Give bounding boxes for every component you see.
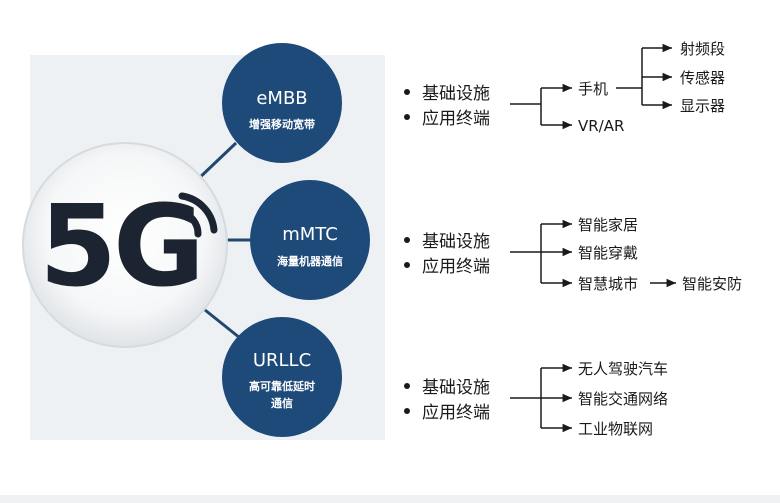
extension-item: 智能安防 <box>682 275 742 293</box>
node-circle <box>222 317 342 437</box>
node-title: mMTC <box>282 224 338 245</box>
bullet-item: 基础设施 <box>422 84 490 104</box>
connector-urllc <box>204 308 241 340</box>
branch-item: 智能交通网络 <box>578 390 668 408</box>
sub-branch-item: 显示器 <box>680 97 725 115</box>
node-subtitle: 通信 <box>271 396 293 410</box>
bullet-item: 基础设施 <box>422 232 490 252</box>
bullet-dot <box>404 408 410 414</box>
branch-item: 智能家居 <box>578 216 638 234</box>
node-circle <box>250 180 370 300</box>
branch-lines <box>510 83 572 130</box>
branch-item: 智慧城市 <box>578 275 638 293</box>
node-embb: eMBB 增强移动宽带 <box>222 43 342 163</box>
sub-branch-item: 传感器 <box>680 69 725 87</box>
center-label: 5G <box>39 182 201 312</box>
bullet-dot <box>404 89 410 95</box>
bullet-dot <box>404 262 410 268</box>
node-subtitle: 高可靠低延时 <box>249 379 315 393</box>
group-embb: 基础设施 应用终端 手机 VR/AR 射频段 传感器 显示器 <box>404 40 725 135</box>
branch-item: VR/AR <box>578 117 624 135</box>
bullet-list: 基础设施 应用终端 <box>404 378 490 423</box>
bullet-item: 应用终端 <box>422 403 490 423</box>
node-mmtc: mMTC 海量机器通信 <box>250 180 370 300</box>
signal-arcs-icon <box>176 192 218 238</box>
connector-embb <box>193 141 238 184</box>
branch-item: 工业物联网 <box>578 420 653 438</box>
node-subtitle: 海量机器通信 <box>277 254 343 268</box>
bullet-dot <box>404 383 410 389</box>
node-title: eMBB <box>256 88 307 109</box>
branch-lines <box>510 219 676 288</box>
footer-bar <box>0 495 780 503</box>
node-urllc: URLLC 高可靠低延时 通信 <box>222 317 342 437</box>
center-5g: 5G <box>22 142 228 348</box>
center-circle <box>22 142 228 348</box>
bullet-dot <box>404 237 410 243</box>
branch-item: 智能穿戴 <box>578 244 638 262</box>
node-circle <box>222 43 342 163</box>
group-mmtc: 基础设施 应用终端 智能家居 智能穿戴 智慧城市 智能安防 <box>404 216 742 293</box>
bullet-dot <box>404 114 410 120</box>
bullet-item: 应用终端 <box>422 257 490 277</box>
node-subtitle: 增强移动宽带 <box>249 117 315 131</box>
bullet-item: 应用终端 <box>422 109 490 129</box>
branch-lines <box>510 363 572 433</box>
sub-branch-lines <box>616 43 672 110</box>
bullet-list: 基础设施 应用终端 <box>404 84 490 129</box>
sub-branch-item: 射频段 <box>680 40 725 58</box>
node-title: URLLC <box>253 350 311 371</box>
bullet-item: 基础设施 <box>422 378 490 398</box>
branch-item: 手机 <box>578 80 608 98</box>
branch-item: 无人驾驶汽车 <box>578 360 668 378</box>
group-urllc: 基础设施 应用终端 无人驾驶汽车 智能交通网络 工业物联网 <box>404 360 668 438</box>
bullet-list: 基础设施 应用终端 <box>404 232 490 277</box>
